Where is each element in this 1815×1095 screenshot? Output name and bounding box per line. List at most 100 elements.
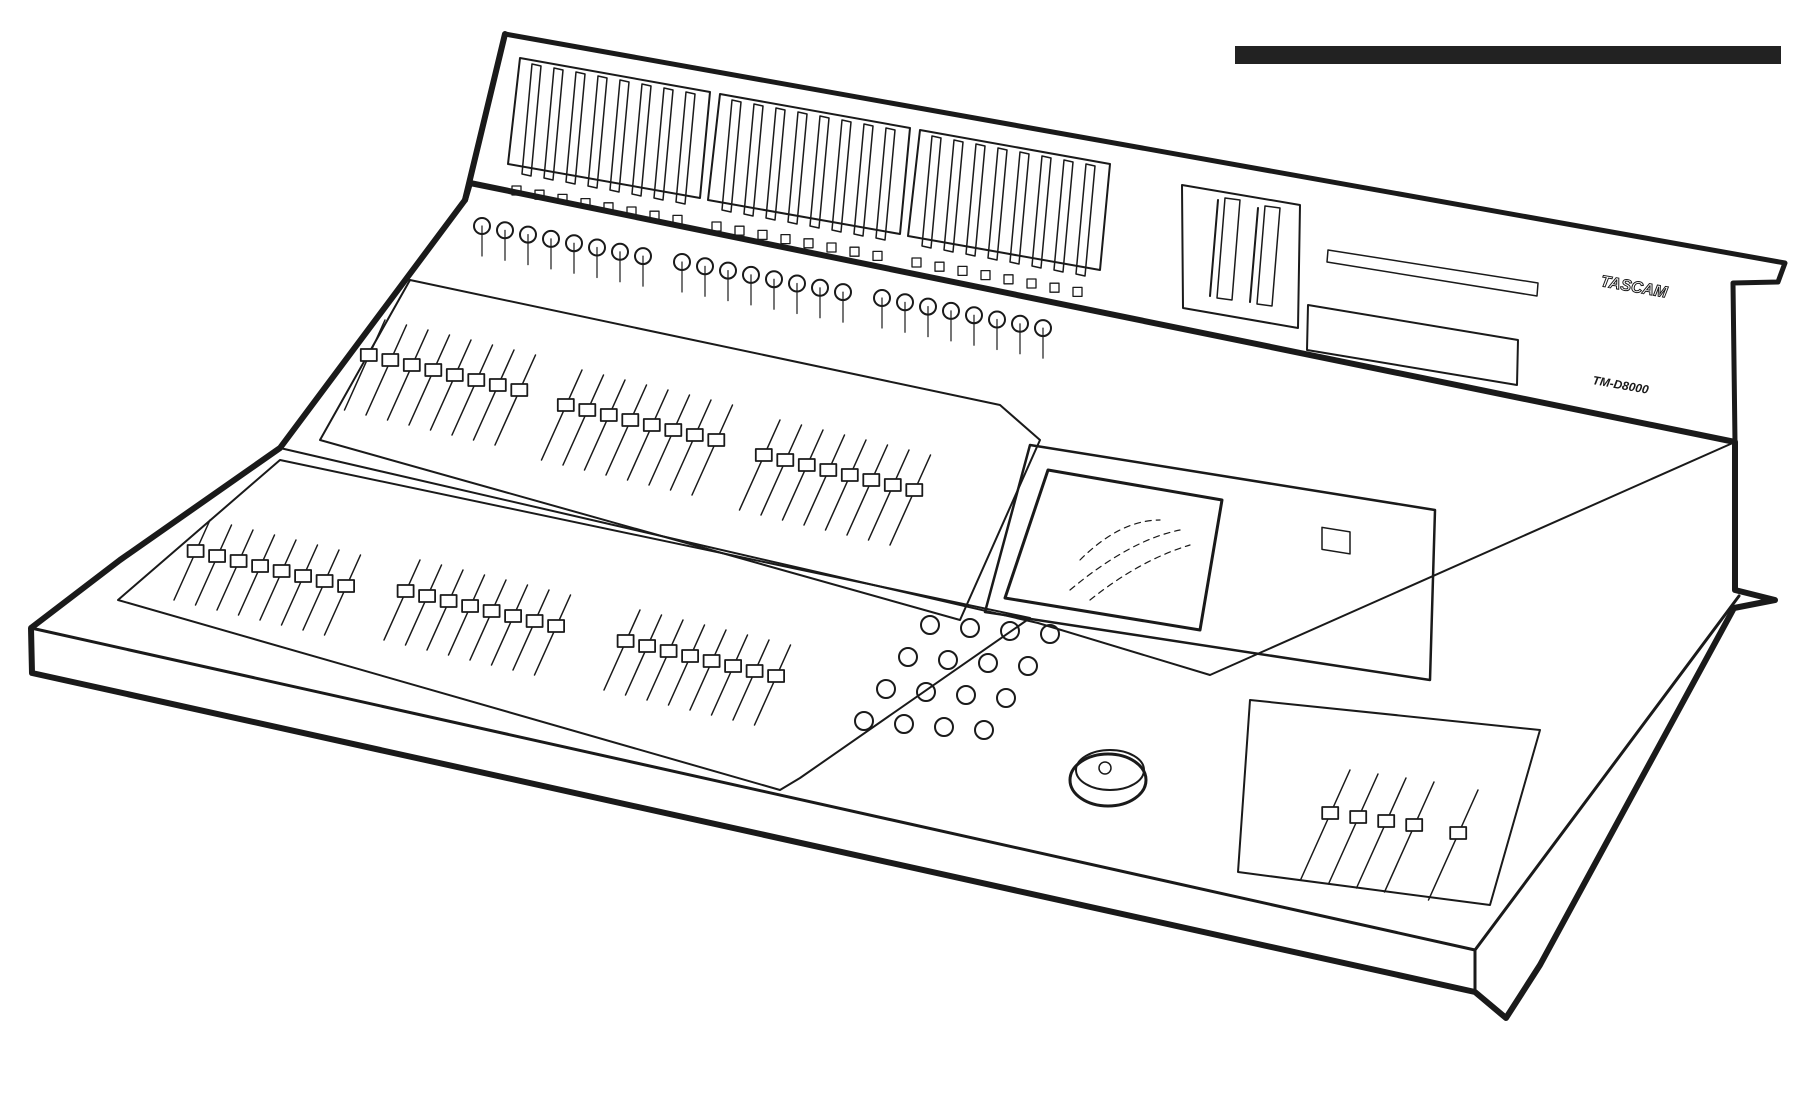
fader-cap[interactable]: [439, 594, 458, 608]
fader-cap[interactable]: [578, 403, 597, 417]
fader-cap[interactable]: [229, 554, 248, 568]
fader-cap[interactable]: [819, 463, 838, 477]
fader-cap[interactable]: [664, 423, 683, 437]
meter-select-button[interactable]: [1072, 286, 1083, 298]
fader-cap[interactable]: [621, 413, 640, 427]
fader-cap[interactable]: [547, 619, 565, 633]
fader-cap[interactable]: [396, 584, 415, 598]
fader-cap[interactable]: [862, 473, 881, 487]
meter-select-button[interactable]: [1026, 278, 1037, 289]
assignable-knob[interactable]: [934, 717, 954, 737]
assignable-knob[interactable]: [996, 688, 1016, 708]
meter-select-button[interactable]: [734, 225, 745, 236]
meter-select-button[interactable]: [511, 185, 522, 196]
jog-wheel[interactable]: [1068, 752, 1148, 808]
fader-cap[interactable]: [418, 589, 437, 603]
meter-select-button[interactable]: [803, 238, 814, 249]
assignable-knob[interactable]: [894, 714, 914, 734]
fader-cap[interactable]: [186, 544, 205, 558]
meter-select-button[interactable]: [649, 210, 660, 221]
fader-cap[interactable]: [776, 453, 795, 467]
meter-select-button[interactable]: [826, 242, 837, 253]
assignable-knob[interactable]: [938, 650, 958, 670]
fader-cap[interactable]: [599, 408, 618, 422]
fader-track: [626, 389, 669, 481]
fader-cap[interactable]: [272, 564, 291, 578]
meter-select-button[interactable]: [580, 197, 591, 209]
meter-select-button[interactable]: [1003, 274, 1014, 285]
fader-cap[interactable]: [315, 574, 334, 588]
fader-cap[interactable]: [251, 559, 270, 573]
meter-select-button[interactable]: [603, 202, 614, 213]
meter-select-button[interactable]: [872, 250, 883, 262]
meter-select-button[interactable]: [711, 221, 722, 232]
fader-cap[interactable]: [461, 599, 480, 613]
meter-select-button[interactable]: [626, 206, 637, 217]
fader-cap[interactable]: [707, 433, 726, 447]
meter-select-button[interactable]: [849, 246, 860, 257]
meter-select-button[interactable]: [934, 261, 945, 272]
fader-cap[interactable]: [359, 348, 378, 362]
fader-cap[interactable]: [883, 478, 902, 492]
fader-cap[interactable]: [1321, 806, 1340, 820]
fader-track: [691, 404, 734, 496]
fader-cap[interactable]: [381, 353, 400, 367]
meter-select-button[interactable]: [911, 257, 922, 268]
meter-select-button[interactable]: [534, 189, 545, 200]
fader-cap[interactable]: [767, 669, 785, 683]
fader-cap[interactable]: [504, 609, 523, 623]
assignable-knob[interactable]: [960, 618, 980, 638]
assignable-knob[interactable]: [1018, 656, 1038, 676]
fader-track: [669, 399, 712, 491]
fader-cap[interactable]: [1349, 810, 1368, 824]
fader-cap[interactable]: [659, 644, 678, 658]
fader-cap[interactable]: [337, 579, 356, 593]
fader-cap[interactable]: [642, 418, 661, 432]
assignable-knob[interactable]: [1000, 621, 1020, 641]
meter-select-button[interactable]: [780, 233, 791, 245]
assignable-knob[interactable]: [1040, 624, 1060, 644]
meter-select-button[interactable]: [757, 229, 768, 241]
right-bay: [1237, 699, 1541, 906]
fader-cap[interactable]: [616, 634, 635, 648]
fader-track: [803, 434, 846, 526]
fader-cap[interactable]: [510, 383, 529, 397]
fader-cap[interactable]: [840, 468, 859, 482]
fader-cap[interactable]: [1377, 814, 1396, 828]
fader-cap[interactable]: [797, 458, 816, 472]
assignable-knob[interactable]: [956, 685, 976, 705]
meter-select-button[interactable]: [980, 269, 991, 281]
assignable-knob[interactable]: [898, 647, 918, 667]
assignable-knob[interactable]: [974, 720, 994, 740]
fader-cap[interactable]: [556, 398, 575, 412]
fader-cap[interactable]: [1405, 818, 1424, 832]
assignable-knob[interactable]: [920, 615, 940, 635]
fader-cap[interactable]: [294, 569, 313, 583]
meter-select-button[interactable]: [672, 214, 683, 226]
fader-cap[interactable]: [1449, 826, 1468, 840]
assignable-knob[interactable]: [916, 682, 936, 702]
assignable-knob[interactable]: [978, 653, 998, 673]
fader-cap[interactable]: [488, 378, 507, 392]
fader-cap[interactable]: [445, 368, 464, 382]
assignable-knob[interactable]: [876, 679, 896, 699]
fader-cap[interactable]: [424, 363, 443, 377]
fader-cap[interactable]: [745, 664, 764, 678]
fader-cap[interactable]: [724, 659, 742, 673]
assignable-knob[interactable]: [854, 711, 874, 731]
fader-cap[interactable]: [754, 448, 773, 462]
fader-cap[interactable]: [638, 639, 656, 653]
fader-cap[interactable]: [402, 358, 421, 372]
fader-cap[interactable]: [702, 654, 721, 668]
meter-group: [507, 57, 711, 199]
meter-select-button[interactable]: [1049, 282, 1060, 293]
fader-cap[interactable]: [467, 373, 486, 387]
fader-cap[interactable]: [905, 483, 924, 497]
fader-cap[interactable]: [525, 614, 544, 628]
meter-select-button[interactable]: [957, 265, 968, 277]
meter-select-button[interactable]: [557, 193, 568, 205]
fader-cap[interactable]: [685, 428, 704, 442]
fader-cap[interactable]: [482, 604, 501, 618]
fader-cap[interactable]: [681, 649, 699, 663]
fader-cap[interactable]: [208, 549, 227, 563]
